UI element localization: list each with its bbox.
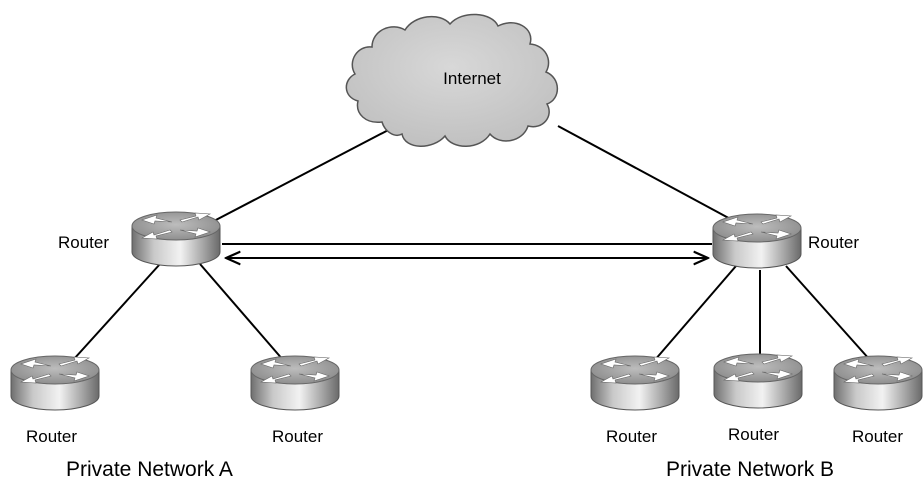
internet-cloud-icon [345, 13, 559, 147]
router-b-left-icon [590, 355, 680, 411]
router-b-left-label: Router [606, 427, 657, 446]
link-router-a-right [199, 263, 291, 369]
private-network-a-label: Private Network A [66, 458, 233, 481]
router-b-main-label: Router [808, 233, 859, 252]
private-network-b-label: Private Network B [666, 458, 834, 481]
router-b-right-label: Router [852, 427, 903, 446]
router-a-main-icon [131, 211, 221, 267]
router-a-right-label: Router [272, 427, 323, 446]
internet-label: Internet [443, 69, 501, 88]
router-b-main-icon [712, 213, 802, 269]
router-a-left-icon [10, 355, 100, 411]
link-internet-router-a [211, 125, 397, 223]
link-router-a-left [63, 263, 161, 371]
router-a-left-label: Router [26, 427, 77, 446]
link-router-b-left [647, 265, 737, 369]
router-b-right-icon [833, 355, 923, 411]
router-a-main-label: Router [58, 233, 109, 252]
router-a-right-icon [250, 355, 340, 411]
router-b-mid-label: Router [728, 425, 779, 444]
link-router-b-right [785, 265, 871, 361]
link-internet-router-b [557, 125, 737, 223]
router-b-mid-icon [713, 353, 803, 409]
